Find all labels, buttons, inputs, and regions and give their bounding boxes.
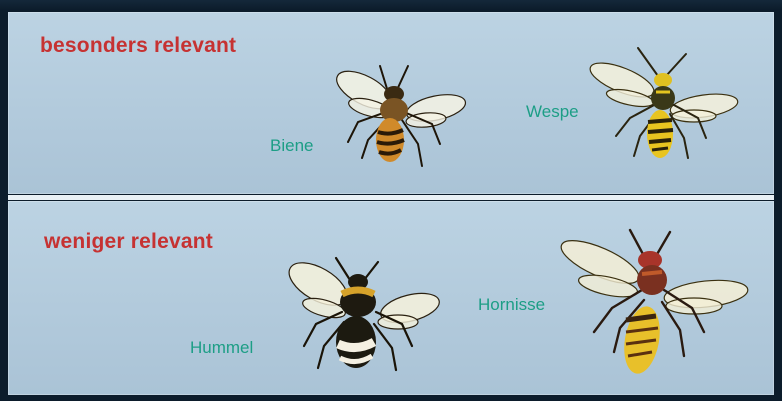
- label-hornisse: Hornisse: [478, 295, 545, 315]
- bumblebee-illustration: [284, 256, 444, 382]
- bee-illustration: [328, 62, 474, 174]
- section-divider: [8, 195, 774, 200]
- hornet-illustration: [556, 228, 754, 384]
- label-biene: Biene: [270, 136, 313, 156]
- label-wespe: Wespe: [526, 102, 579, 122]
- wasp-illustration: [586, 44, 742, 168]
- section-heading-besonders-relevant: besonders relevant: [40, 34, 236, 58]
- section-heading-weniger-relevant: weniger relevant: [44, 230, 213, 254]
- label-hummel: Hummel: [190, 338, 253, 358]
